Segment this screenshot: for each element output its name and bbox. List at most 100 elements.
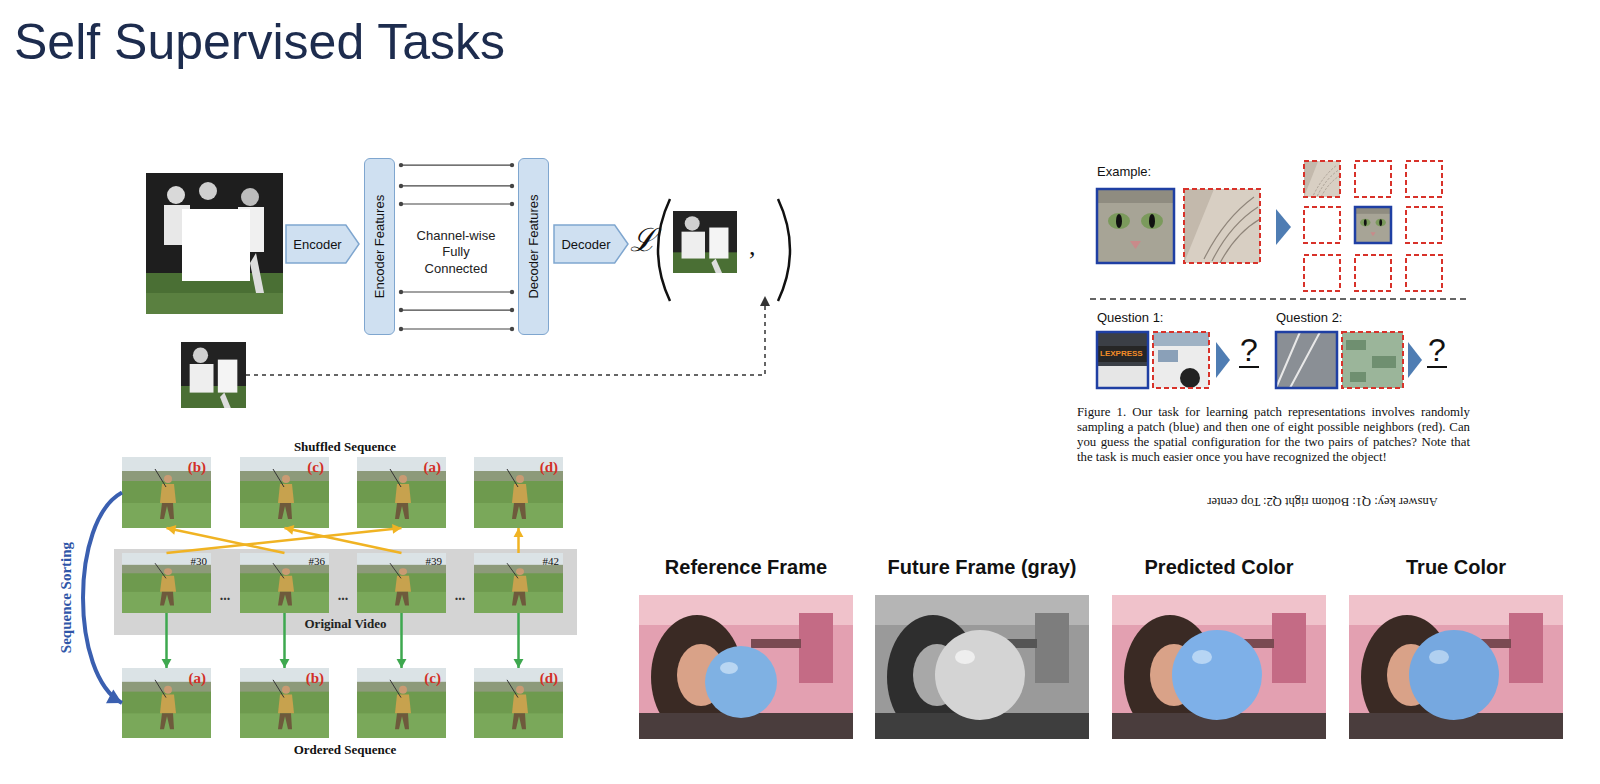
arrow-head [162,659,172,668]
example-label: Example: [1097,164,1151,179]
question-one-patches [1153,332,1209,346]
frame-heading: True Color [1341,556,1571,579]
video-frames [122,668,211,738]
feature-block: Decoder Features [518,158,549,335]
order-arrow [397,613,407,668]
frame-number: #39 [426,555,443,567]
channel-link [399,202,514,206]
context-photo [167,186,185,204]
colorization-frames [705,646,777,718]
question-two-patches [1346,340,1396,382]
row-heading: Shuffled Sequence [245,439,445,455]
video-frame: (d) [474,668,563,738]
jigsaw-example [1184,189,1260,263]
video-frame: (c) [357,668,446,738]
edge-label: Sequence Sorting [58,542,75,653]
video-frame: #36 [240,553,329,613]
video-frames [240,457,329,528]
question-two-patches [1408,342,1422,378]
question-two-patches [1276,332,1320,388]
frame-heading: Predicted Color [1104,556,1334,579]
channel-link [399,308,514,312]
jigsaw-grid [1406,161,1442,197]
question-one-patches [1153,332,1209,388]
colorization-frames [720,662,738,674]
connector-line [401,291,512,292]
video-frames [114,457,577,738]
link-dot [399,184,403,188]
pentagon-shape [286,225,359,263]
frame-tag: (b) [306,670,324,687]
question-two-patches [1276,332,1337,388]
frame-heading: Future Frame (gray) [867,556,1097,579]
link-dot [399,327,403,331]
frame-tag: (c) [307,459,324,476]
pentagon-shape [554,225,628,263]
loss-brackets [778,199,790,301]
video-frames [474,668,563,738]
jigsaw-grid [1304,161,1340,197]
loss-brackets [658,199,670,301]
link-dot [510,163,514,167]
context-photo [146,293,283,314]
grid-center [1355,207,1391,243]
block-label: Encoder Features [372,195,387,298]
block-label: Decoder Features [526,194,541,298]
video-frames [357,553,446,613]
question-one-patches [1097,332,1230,388]
connector-line [401,328,512,329]
video-frame: (a) [357,457,446,528]
block-label: Encoder [293,237,341,252]
link-dot [399,290,403,294]
loss-brackets [658,199,790,301]
link-dot [510,327,514,331]
grid-center [1355,207,1391,243]
connector-line [401,203,512,204]
colorization-frames [875,595,1089,739]
colorization-frames [1112,595,1326,739]
colorization-frames [935,630,1025,720]
video-frames [240,553,329,613]
frame-number: #30 [191,555,208,567]
frame-tag: (d) [540,670,558,687]
layer-note: Channel-wise Fully Connected [410,228,502,277]
question-two-patches [1276,332,1422,388]
video-frame: #42 [474,553,563,613]
video-frames [240,668,329,738]
ellipsis: ... [448,588,472,604]
jigsaw-grid [1406,255,1442,291]
channel-link [399,163,514,167]
question-one-patches [1158,350,1178,362]
question-one-patches [1097,346,1148,362]
ground-truth-arrow [760,296,770,306]
jigsaw-example [1276,209,1291,245]
question-one-patches [1097,332,1148,388]
shuffle-arrow [514,528,524,553]
colorization-frames [1349,595,1563,739]
jigsaw-grid [1304,255,1340,291]
link-dot [510,290,514,294]
context-photo [250,253,264,293]
decoder-block: Decoder [554,225,628,263]
missing-patch [181,342,246,408]
colorization-frames [639,595,1563,739]
frame-tag: (a) [189,670,207,687]
context-photo [241,188,259,206]
video-frames [474,553,563,613]
shuffle-arrow [167,525,285,553]
video-frame: (b) [240,668,329,738]
arrow-head [514,659,524,668]
question-one-patches [1097,366,1148,388]
jigsaw-grid [1355,161,1391,197]
question-label: Question 1: [1097,310,1164,325]
channel-link [399,184,514,188]
arrow-head [167,525,177,535]
video-frame: (d) [474,457,563,528]
connector-line [167,528,402,553]
question-two-patches [1342,332,1403,388]
frame-number: #42 [543,555,560,567]
arrow-head [397,659,407,668]
